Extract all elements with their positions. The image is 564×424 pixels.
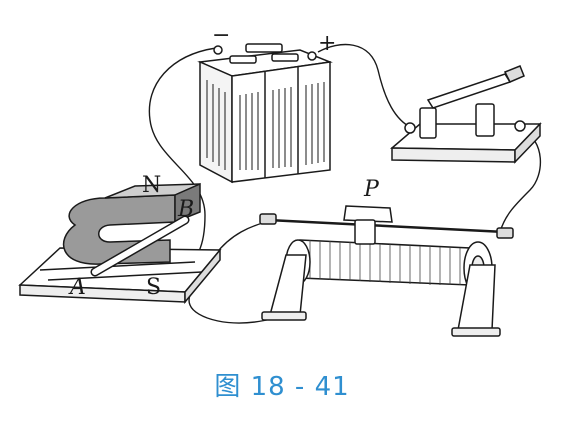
slider-label: P <box>363 177 380 202</box>
wire-battery-pos-to-switch <box>317 43 413 129</box>
battery-pack <box>197 43 333 184</box>
figure-caption: 图 18 - 41 <box>214 372 350 402</box>
wires <box>148 43 541 324</box>
wire-battery-neg-to-rails <box>148 47 217 269</box>
south-pole-label: S <box>146 275 161 300</box>
north-pole-label: N <box>142 173 161 198</box>
wire-switch-to-rheostat <box>499 129 541 233</box>
rod-end-a-label: A <box>68 275 86 300</box>
rod-end-b-label: B <box>177 197 194 222</box>
battery-negative-label: − <box>212 23 230 48</box>
knife-switch <box>390 65 542 164</box>
battery-positive-label: + <box>318 31 336 56</box>
rheostat <box>259 205 514 337</box>
horseshoe-magnet <box>18 182 222 305</box>
